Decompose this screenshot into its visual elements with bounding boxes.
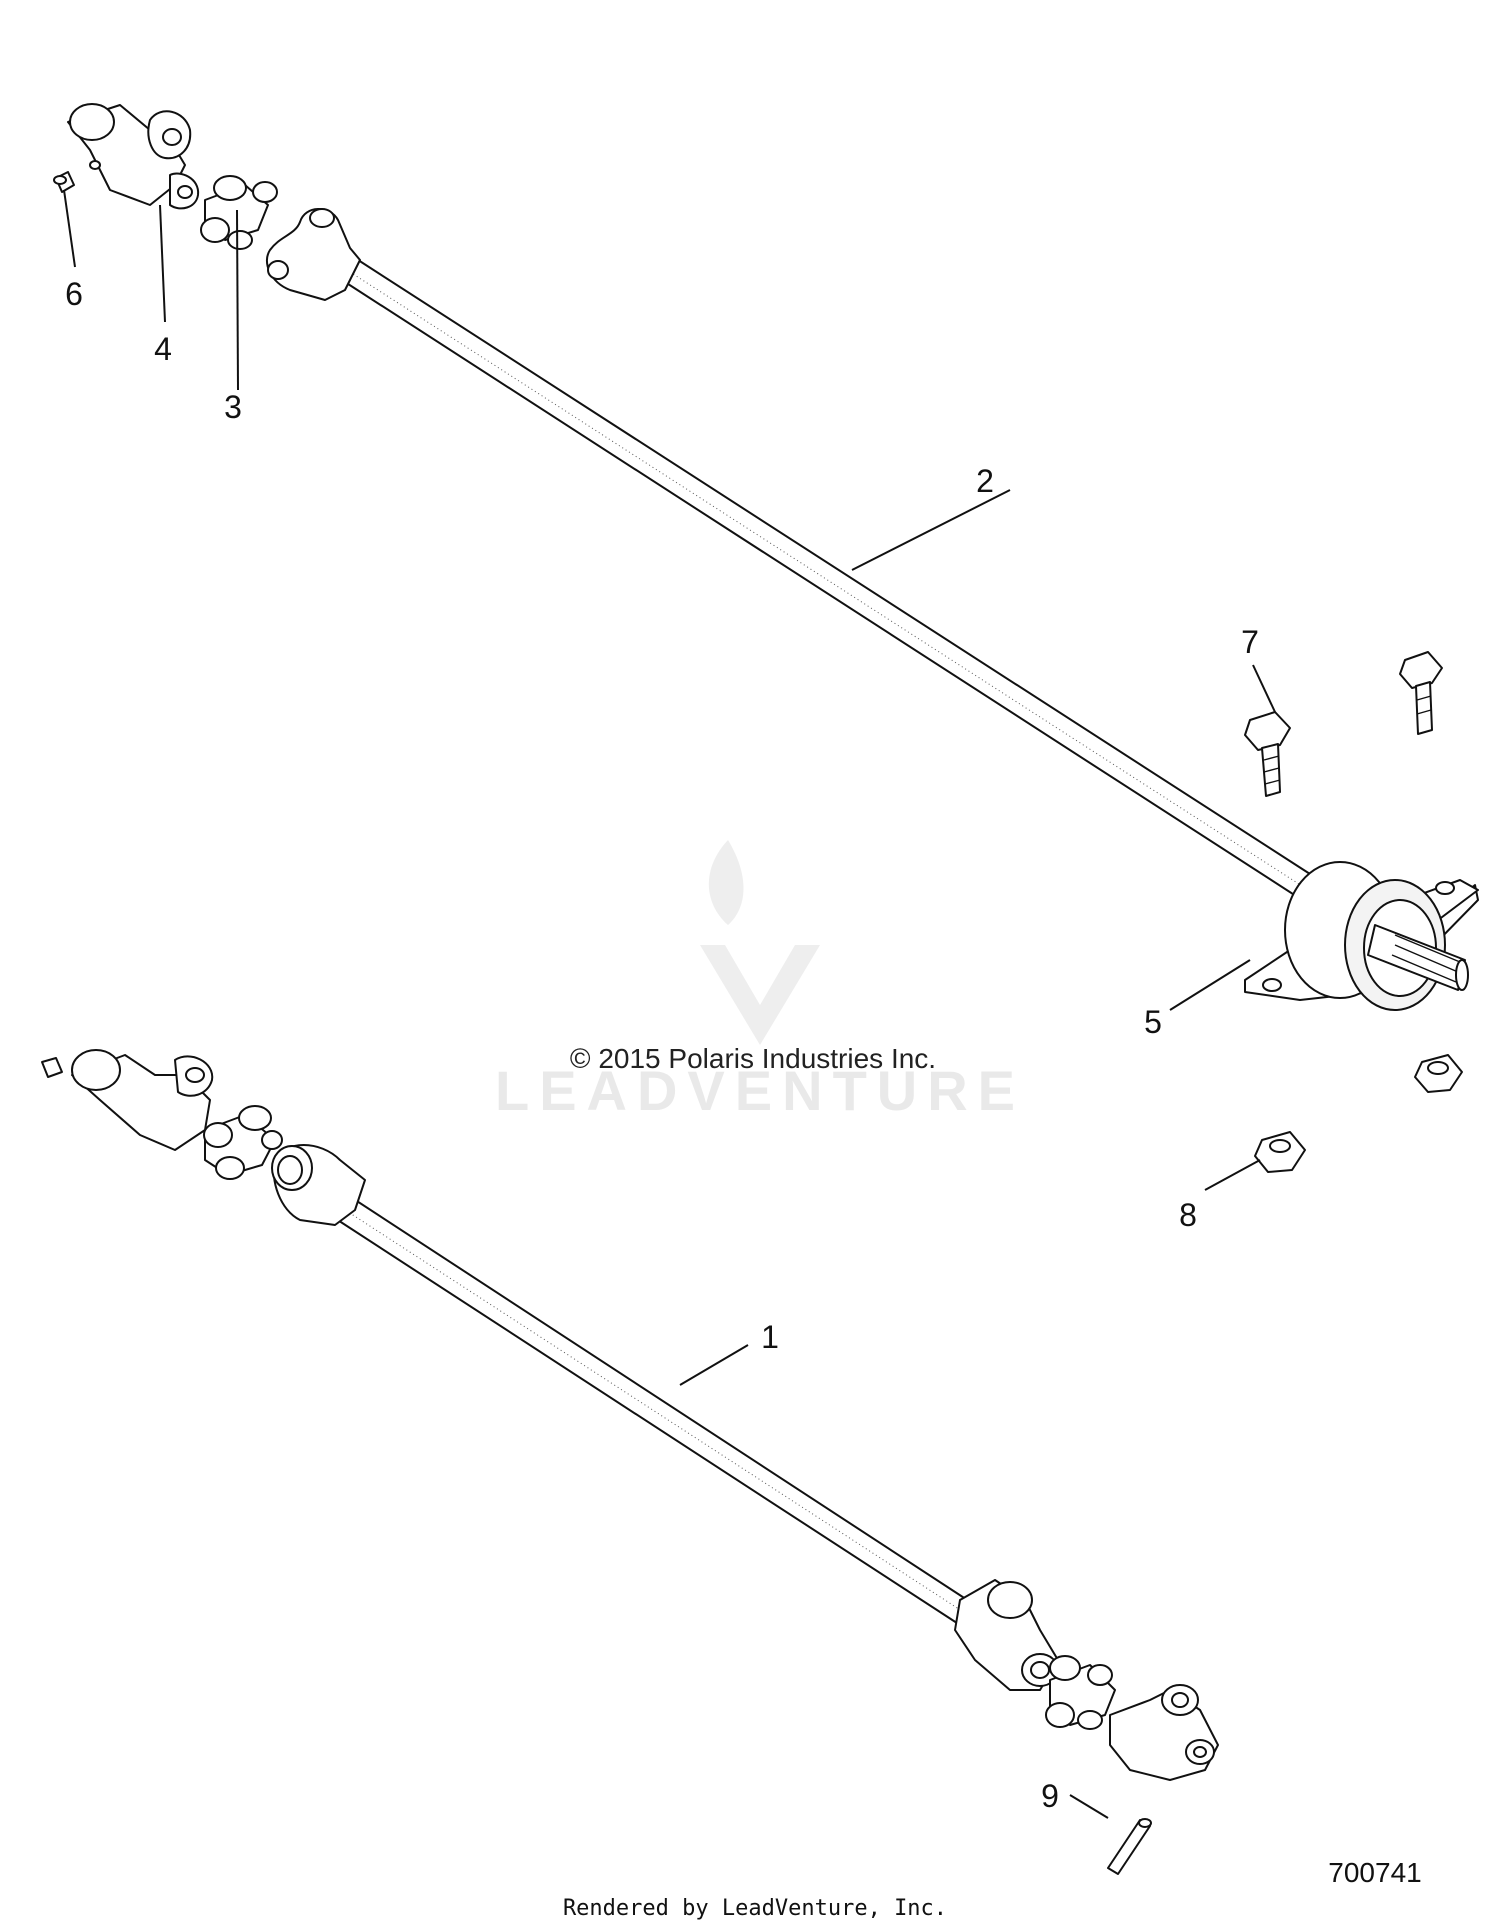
callout-1: 1 [761, 1319, 779, 1355]
u-joint-lower-left [203, 1105, 283, 1180]
end-yoke-lower-right [1109, 1684, 1219, 1781]
u-joint-3 [200, 175, 278, 250]
copyright-text: © 2015 Polaris Industries Inc. [570, 1043, 936, 1074]
watermark-text: LEADVENTURE [495, 1059, 1025, 1122]
callout-7: 7 [1241, 624, 1259, 660]
u-joint-lower-right [1045, 1655, 1116, 1730]
grease-fitting-6 [53, 171, 75, 193]
callout-9: 9 [1041, 1778, 1059, 1814]
callout-3: 3 [224, 389, 242, 425]
drive-shaft-2 [265, 208, 1311, 897]
figure-id: 700741 [1328, 1857, 1421, 1888]
drive-shaft-1 [271, 1144, 1059, 1691]
callout-2: 2 [976, 463, 994, 499]
callout-8: 8 [1179, 1197, 1197, 1233]
bolt-7 [1244, 711, 1291, 797]
callout-6: 6 [65, 276, 83, 312]
center-bearing-5 [1244, 861, 1479, 1011]
bolt-7-second [1399, 651, 1443, 735]
slip-yoke-4 [67, 103, 200, 210]
callout-4: 4 [154, 331, 172, 367]
grease-fitting-lower [41, 1057, 63, 1078]
rendered-by-footer: Rendered by LeadVenture, Inc. [563, 1896, 947, 1921]
leader-lines [63, 189, 1276, 1819]
callout-5: 5 [1144, 1004, 1162, 1040]
nut-8-second [1414, 1054, 1463, 1093]
slip-yoke-lower [71, 1049, 214, 1151]
nut-8 [1254, 1131, 1306, 1173]
watermark-logo-icon [700, 840, 820, 1045]
roll-pin-9 [1107, 1818, 1152, 1875]
